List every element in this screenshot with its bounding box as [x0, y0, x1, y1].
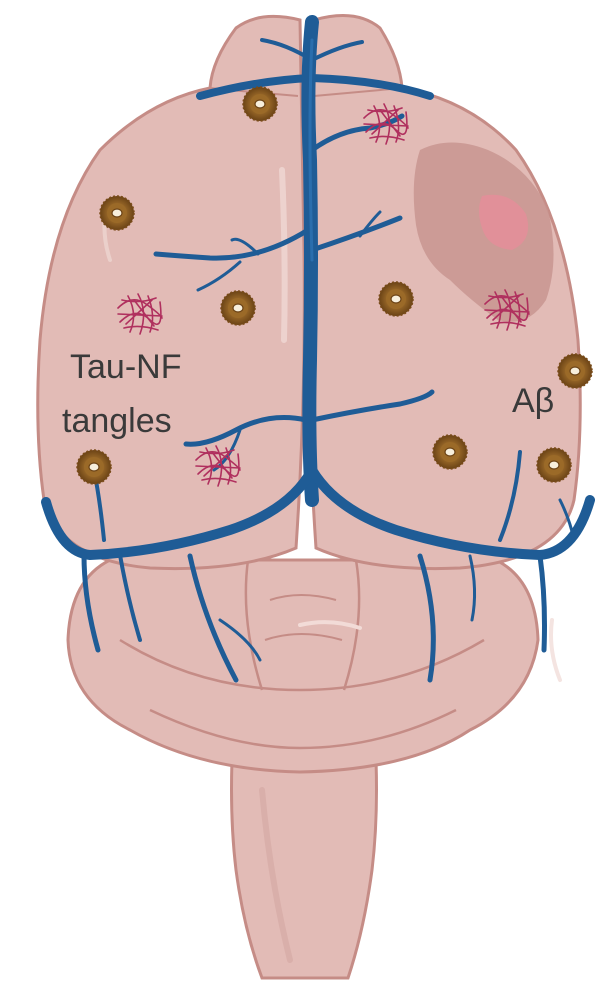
tau-label-line1: Tau-NF [70, 348, 181, 386]
abeta-label: Aβ [512, 382, 554, 420]
brainstem [232, 760, 377, 978]
cerebellum [68, 560, 538, 772]
tau-label-line2: tangles [62, 402, 172, 440]
